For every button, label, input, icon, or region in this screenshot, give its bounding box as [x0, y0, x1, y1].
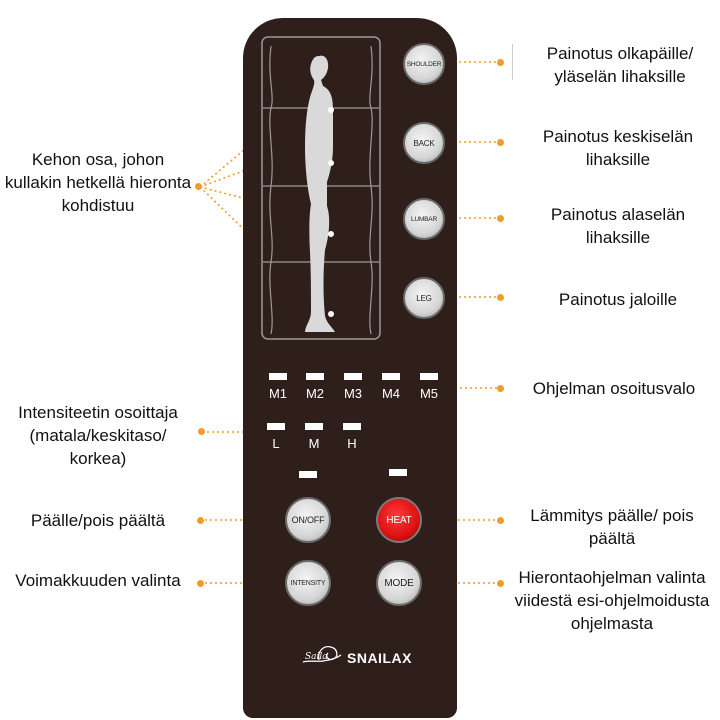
lumbar-button[interactable]: LUMBAR — [403, 198, 445, 240]
dot-heat — [497, 517, 504, 524]
dot-power — [197, 517, 204, 524]
divider-tick — [512, 44, 513, 80]
annotation-lumbar: Painotus alaselän lihaksille — [550, 205, 686, 247]
shoulder-button[interactable]: SHOULDER — [403, 43, 445, 85]
intensity-label-m: M — [308, 436, 320, 451]
program-light-m2 — [306, 373, 324, 380]
intensity-button[interactable]: INTENSITY — [285, 560, 331, 606]
leg-point-icon — [328, 311, 334, 317]
back-button[interactable]: BACK — [403, 122, 445, 164]
mode-button[interactable]: MODE — [376, 560, 422, 606]
program-light-m4 — [382, 373, 400, 380]
intensity-light-h — [343, 423, 361, 430]
program-light-m1 — [269, 373, 287, 380]
dot-program-light — [497, 385, 504, 392]
intensity-light-m — [305, 423, 323, 430]
lumbar-point-icon — [328, 231, 334, 237]
heat-button[interactable]: HEAT — [376, 497, 422, 543]
annotation-mode-select: Hierontaohjelman valinta viidestä esi-oh… — [514, 568, 710, 633]
program-label-m5: M5 — [419, 386, 439, 401]
svg-text:Saila: Saila — [305, 652, 328, 662]
program-light-m3 — [344, 373, 362, 380]
heat-indicator-light — [389, 469, 407, 476]
dot-intensity-select — [197, 580, 204, 587]
program-label-m3: M3 — [343, 386, 363, 401]
brand-name: SNAILAX — [347, 650, 412, 666]
annotation-shoulder: Painotus olkapäille/ yläselän lihaksille — [546, 44, 694, 86]
annotation-body-part: Kehon osa, johon kullakin hetkellä hiero… — [4, 150, 192, 215]
body-zone-panel — [261, 36, 381, 340]
dot-back — [497, 139, 504, 146]
leg-button[interactable]: LEG — [403, 277, 445, 319]
power-button[interactable]: ON/OFF — [285, 497, 331, 543]
program-label-m1: M1 — [268, 386, 288, 401]
program-light-m5 — [420, 373, 438, 380]
human-figure-icon — [305, 55, 335, 333]
power-indicator-light — [299, 471, 317, 478]
dot-intensity-indicator — [198, 428, 205, 435]
dot-lumbar — [497, 215, 504, 222]
annotation-intensity-select: Voimakkuuden valinta — [15, 571, 181, 590]
back-point-icon — [328, 160, 334, 166]
program-label-m4: M4 — [381, 386, 401, 401]
remote-control: SHOULDER BACK LUMBAR LEG M1 M2 M3 M4 M5 … — [243, 18, 457, 718]
annotation-back: Painotus keskiselän lihaksille — [542, 127, 694, 169]
annotation-program-light: Ohjelman osoitusvalo — [532, 379, 696, 398]
dot-shoulder — [497, 59, 504, 66]
shoulder-point-icon — [328, 107, 334, 113]
annotation-leg: Painotus jaloille — [558, 290, 678, 309]
program-label-m2: M2 — [305, 386, 325, 401]
intensity-label-h: H — [347, 436, 357, 451]
dot-body-part — [195, 183, 202, 190]
annotation-intensity-indicator: Intensiteetin osoittaja (matala/keskitas… — [18, 403, 178, 468]
snail-logo-icon: Saila — [302, 646, 342, 663]
annotation-power: Päälle/pois päältä — [30, 511, 166, 530]
annotation-heat: Lämmitys päälle/ pois päältä — [530, 506, 694, 548]
dot-leg — [497, 294, 504, 301]
dot-mode-select — [497, 580, 504, 587]
intensity-label-l: L — [272, 436, 280, 451]
intensity-light-l — [267, 423, 285, 430]
